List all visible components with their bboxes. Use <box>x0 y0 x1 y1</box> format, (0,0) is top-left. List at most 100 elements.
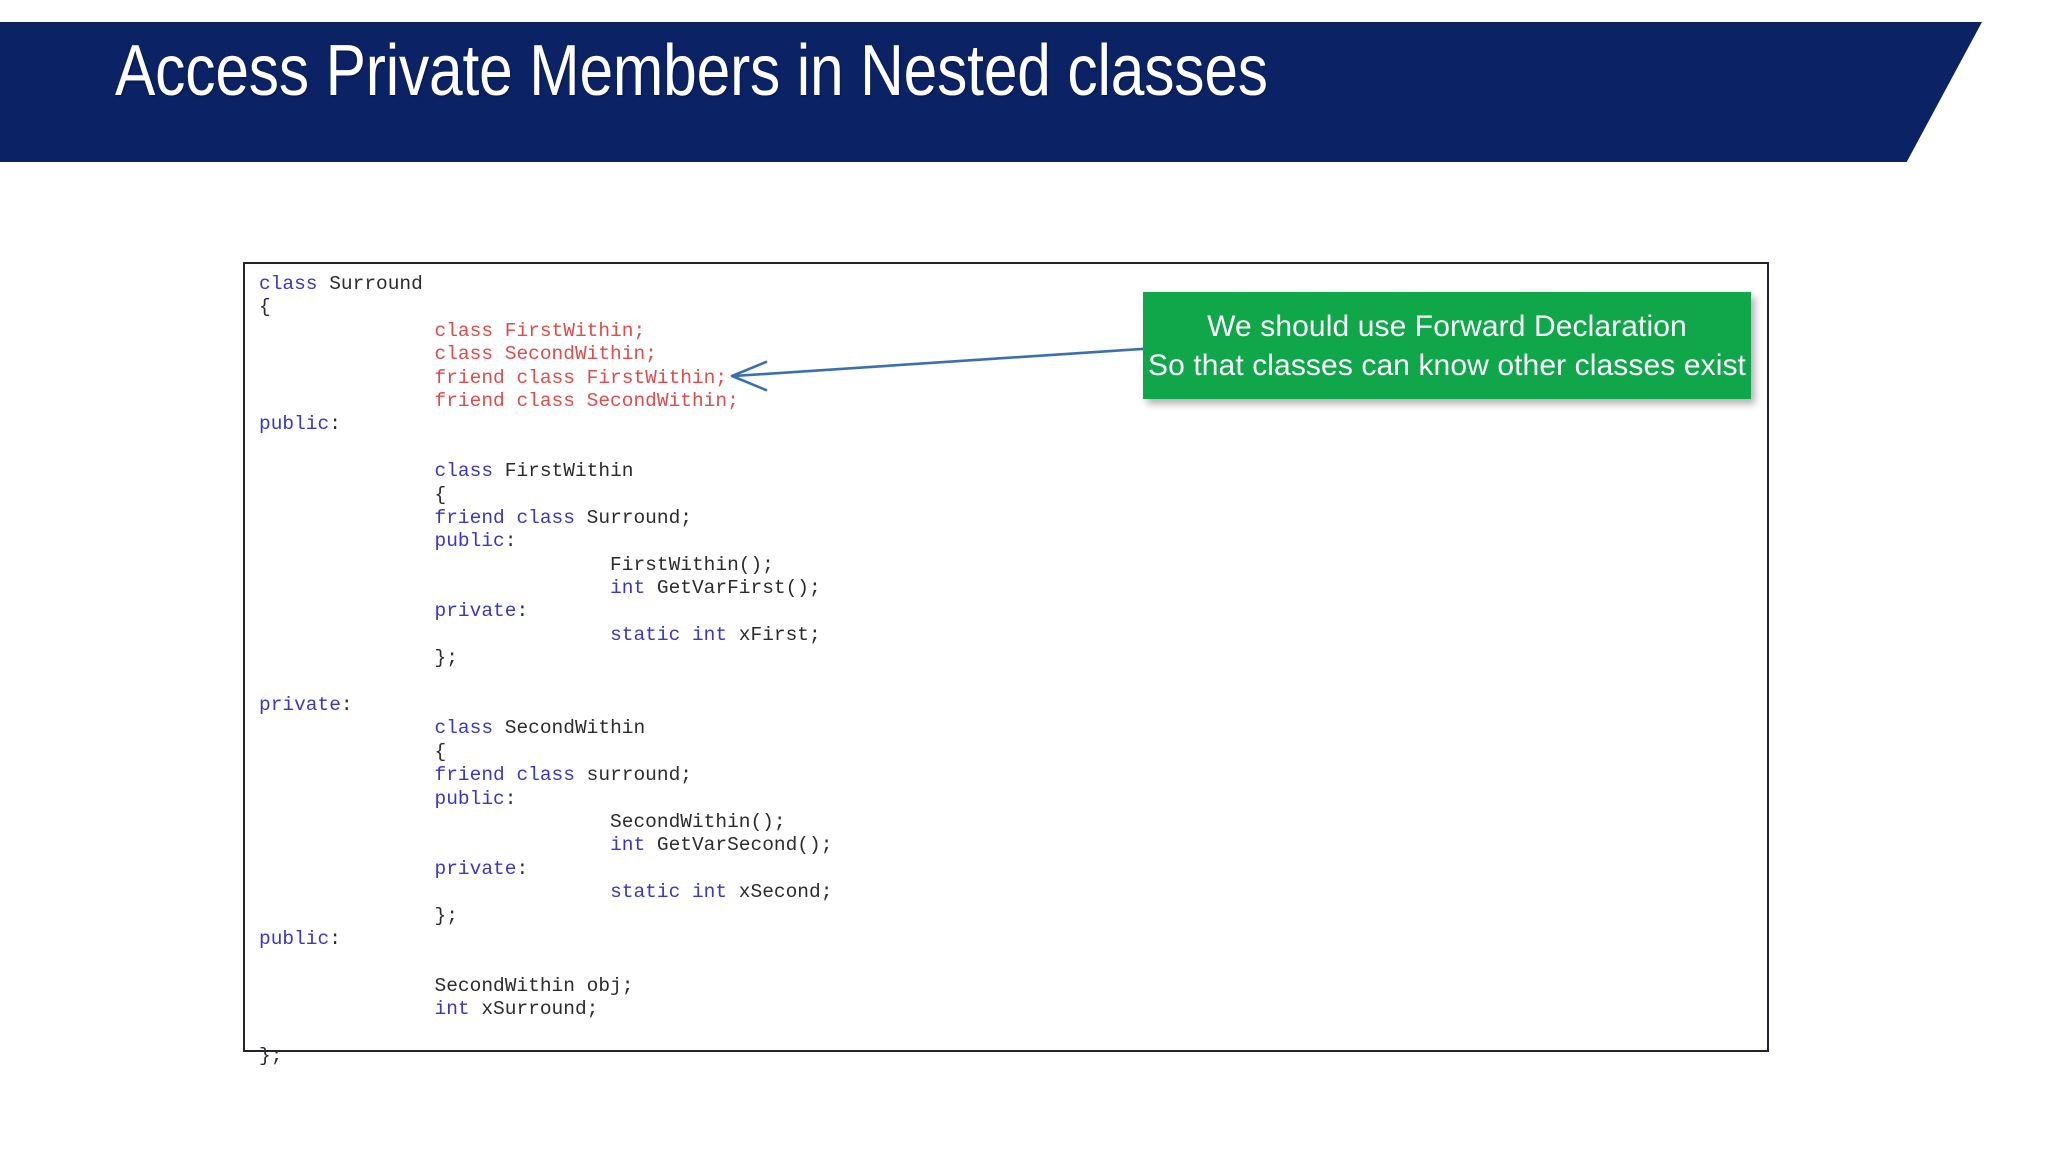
code-token: xSurround; <box>469 998 599 1021</box>
code-token: public <box>434 530 505 553</box>
code-line: friend class FirstWithin; <box>259 367 832 390</box>
code-line: { <box>259 741 832 764</box>
code-token: private <box>259 694 341 717</box>
code-line <box>259 437 832 460</box>
code-token: { <box>259 483 447 506</box>
code-line <box>259 951 832 974</box>
code-line: FirstWithin(); <box>259 554 832 577</box>
code-token: : <box>516 600 529 623</box>
code-line: int xSurround; <box>259 998 832 1021</box>
code-token <box>259 577 610 599</box>
slide-title-banner <box>0 22 1982 162</box>
code-token: : <box>504 530 517 553</box>
code-line: }; <box>259 905 832 928</box>
code-token <box>259 998 435 1020</box>
code-line: public: <box>259 530 832 553</box>
code-line: }; <box>259 647 832 670</box>
code-token: FirstWithin <box>493 460 634 483</box>
code-line: SecondWithin(); <box>259 811 832 834</box>
code-token: static int <box>610 623 728 646</box>
code-line: class FirstWithin <box>259 460 832 483</box>
code-token: xFirst; <box>727 623 821 646</box>
code-token <box>259 530 435 552</box>
code-token <box>259 858 435 880</box>
callout-line-1: We should use Forward Declaration <box>1207 309 1687 343</box>
code-line: friend class surround; <box>259 764 832 787</box>
code-token: GetVarSecond(); <box>645 834 833 857</box>
code-token: private <box>434 857 517 880</box>
code-line: public: <box>259 928 832 951</box>
code-token: private <box>434 600 517 623</box>
code-token: { <box>259 740 447 763</box>
code-token <box>259 460 435 482</box>
code-line: class SecondWithin; <box>259 343 832 366</box>
code-token: int <box>610 577 646 600</box>
code-token <box>259 717 435 739</box>
code-line: friend class Surround; <box>259 507 832 530</box>
code-token: int <box>434 998 470 1021</box>
code-token: class <box>259 273 318 295</box>
code-line: { <box>259 296 832 319</box>
code-token: Surround <box>317 273 423 295</box>
code-token <box>259 834 610 856</box>
code-line: static int xSecond; <box>259 881 832 904</box>
code-token: }; <box>259 1044 283 1067</box>
code-token: { <box>259 296 271 319</box>
code-token: }; <box>259 904 458 927</box>
code-line: int GetVarFirst(); <box>259 577 832 600</box>
code-token: : <box>329 413 341 436</box>
code-line: public: <box>259 413 832 436</box>
code-token <box>259 507 435 529</box>
code-token <box>259 881 610 903</box>
callout-line-2: So that classes can know other classes e… <box>1147 348 1746 382</box>
code-token: SecondWithin obj; <box>259 974 634 997</box>
page-title: Access Private Members in Nested classes <box>115 31 1268 111</box>
code-token: class <box>434 717 494 740</box>
code-line: private: <box>259 600 832 623</box>
code-token <box>259 624 610 646</box>
code-token: SecondWithin <box>493 717 646 740</box>
code-line: private: <box>259 858 832 881</box>
code-token: Surround; <box>574 506 692 529</box>
callout-box: We should use Forward Declaration So tha… <box>1143 292 1751 399</box>
code-token <box>259 600 435 622</box>
code-token: class FirstWithin; <box>259 319 646 342</box>
code-token: static int <box>610 881 728 904</box>
code-line: int GetVarSecond(); <box>259 834 832 857</box>
code-line: private: <box>259 694 832 717</box>
code-token <box>259 764 435 786</box>
code-token: friend class <box>434 506 575 529</box>
code-listing: class Surround{ class FirstWithin; class… <box>259 273 832 1068</box>
code-token: FirstWithin(); <box>259 553 774 576</box>
code-line: class FirstWithin; <box>259 320 832 343</box>
code-token: public <box>259 413 330 436</box>
code-line: }; <box>259 1045 832 1068</box>
code-token: class SecondWithin; <box>259 343 657 366</box>
code-token: int <box>610 834 646 857</box>
code-line: class Surround <box>259 273 832 296</box>
code-token: class <box>434 460 494 483</box>
code-token: friend class <box>434 764 575 787</box>
code-line: static int xFirst; <box>259 624 832 647</box>
code-token: GetVarFirst(); <box>645 577 821 600</box>
code-token: surround; <box>574 764 692 787</box>
code-token: xSecond; <box>727 881 833 904</box>
code-line: public: <box>259 788 832 811</box>
code-token: friend class FirstWithin; <box>259 366 728 389</box>
code-token: : <box>516 857 529 880</box>
code-line: { <box>259 484 832 507</box>
code-line <box>259 671 832 694</box>
code-token: SecondWithin(); <box>259 810 786 833</box>
code-token: : <box>340 694 353 717</box>
code-line: class SecondWithin <box>259 717 832 740</box>
code-line: friend class SecondWithin; <box>259 390 832 413</box>
code-token: public <box>259 927 330 950</box>
code-token: : <box>329 927 341 950</box>
code-line <box>259 1022 832 1045</box>
code-token <box>259 788 435 810</box>
code-token: : <box>504 787 517 810</box>
code-line: SecondWithin obj; <box>259 975 832 998</box>
code-token: public <box>434 787 505 810</box>
code-token: }; <box>259 647 458 670</box>
code-token: friend class SecondWithin; <box>259 389 739 412</box>
